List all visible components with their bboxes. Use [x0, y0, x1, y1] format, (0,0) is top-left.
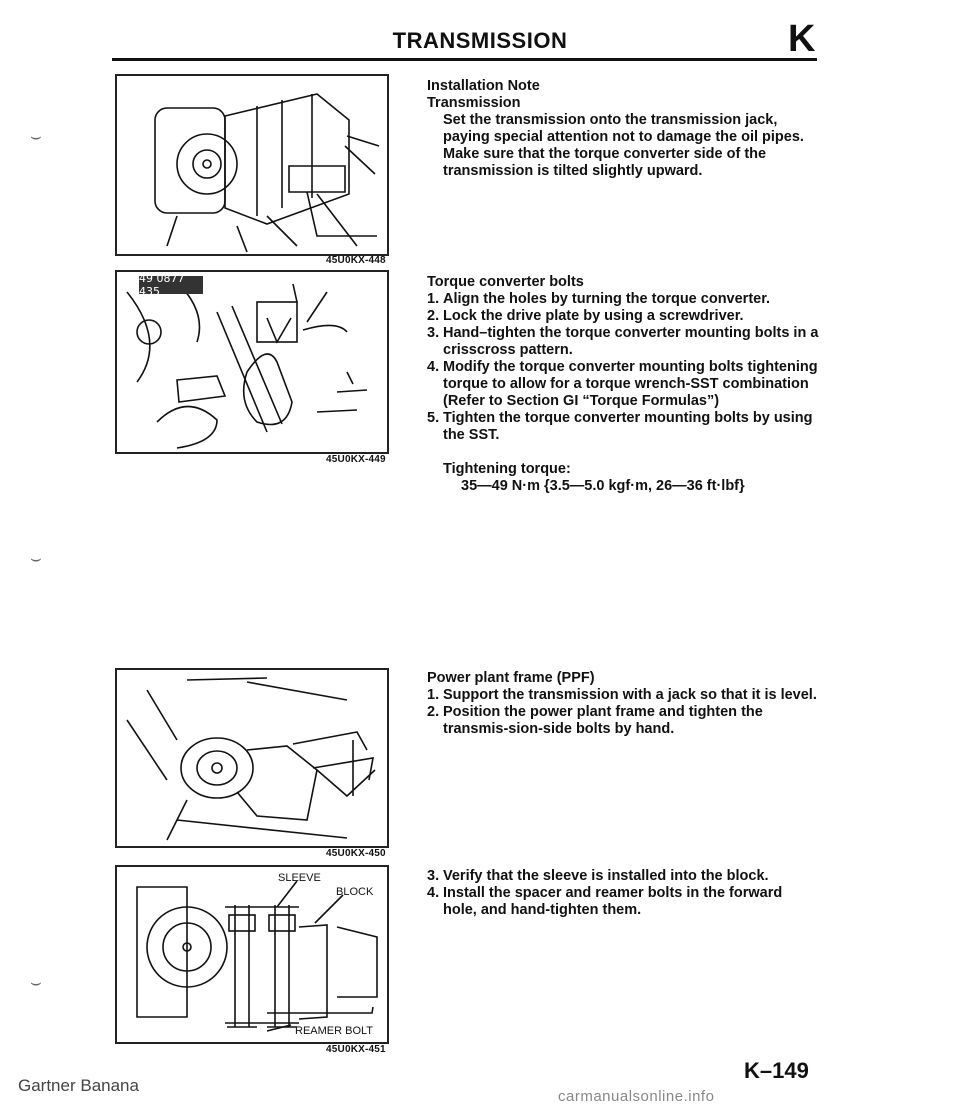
figure-code: 45U0KX-451	[326, 1044, 386, 1055]
torque-converter-steps: 1.Align the holes by turning the torque …	[427, 291, 819, 444]
installation-note-section: Installation Note Transmission Set the t…	[427, 78, 819, 180]
section-letter: K	[788, 18, 816, 60]
ppf-illustration	[126, 677, 376, 841]
list-item: 3.Verify that the sleeve is installed in…	[427, 868, 769, 884]
torque-converter-section: Torque converter bolts 1.Align the holes…	[427, 274, 819, 495]
list-item: 1.Align the holes by turning the torque …	[427, 291, 771, 307]
figure-power-plant-frame	[115, 668, 389, 848]
tightening-torque-spec: Tightening torque: 35—49 N·m {3.5—5.0 kg…	[427, 461, 819, 495]
label-sleeve: SLEEVE	[278, 872, 321, 884]
figure-sleeve-block	[115, 865, 389, 1044]
margin-mark: ⌣	[30, 548, 42, 568]
sleeve-section: 3.Verify that the sleeve is installed in…	[427, 868, 819, 919]
spec-value: 35—49 N·m {3.5—5.0 kgf·m, 26—36 ft·lbf}	[461, 478, 745, 494]
ppf-steps: 1.Support the transmission with a jack s…	[427, 687, 819, 738]
figure-transmission-jack	[115, 74, 389, 256]
page-number: K–149	[744, 1058, 809, 1083]
page-title: TRANSMISSION	[392, 28, 568, 53]
list-item: 4.Modify the torque converter mounting b…	[427, 359, 818, 409]
label-block: BLOCK	[336, 886, 374, 898]
figure-code: 45U0KX-449	[326, 454, 386, 465]
footer-note: Gartner Banana	[18, 1076, 139, 1095]
spec-label: Tightening torque:	[443, 461, 571, 477]
sleeve-block-illustration	[136, 880, 378, 1032]
list-item: 2.Position the power plant frame and tig…	[427, 704, 763, 737]
list-item: 2.Lock the drive plate by using a screwd…	[427, 308, 744, 324]
transmission-subheading: Transmission	[427, 95, 521, 111]
margin-mark: ⌣	[30, 126, 42, 146]
ppf-section: Power plant frame (PPF) 1.Support the tr…	[427, 670, 819, 738]
list-item: 3.Hand–tighten the torque converter moun…	[427, 325, 819, 358]
label-reamer-bolt: REAMER BOLT	[295, 1025, 374, 1037]
header-rule	[112, 58, 817, 61]
torque-converter-heading: Torque converter bolts	[427, 274, 584, 290]
list-item: 1.Support the transmission with a jack s…	[427, 687, 817, 703]
transmission-body: Set the transmission onto the transmissi…	[443, 112, 804, 179]
sst-tag: 49 0877 435	[139, 272, 203, 298]
watermark: carmanualsonline.info	[558, 1088, 715, 1105]
list-item: 5.Tighten the torque converter mounting …	[427, 410, 813, 443]
torque-wrench-illustration	[126, 281, 368, 449]
ppf-heading: Power plant frame (PPF)	[427, 670, 595, 686]
figure-code: 45U0KX-450	[326, 848, 386, 859]
installation-note-heading: Installation Note	[427, 78, 540, 94]
figure-code: 45U0KX-448	[326, 255, 386, 266]
margin-mark: ⌣	[30, 972, 42, 992]
figure-torque-converter	[115, 270, 389, 454]
transmission-illustration	[154, 93, 380, 253]
sleeve-steps: 3.Verify that the sleeve is installed in…	[427, 868, 819, 919]
list-item: 4.Install the spacer and reamer bolts in…	[427, 885, 783, 918]
